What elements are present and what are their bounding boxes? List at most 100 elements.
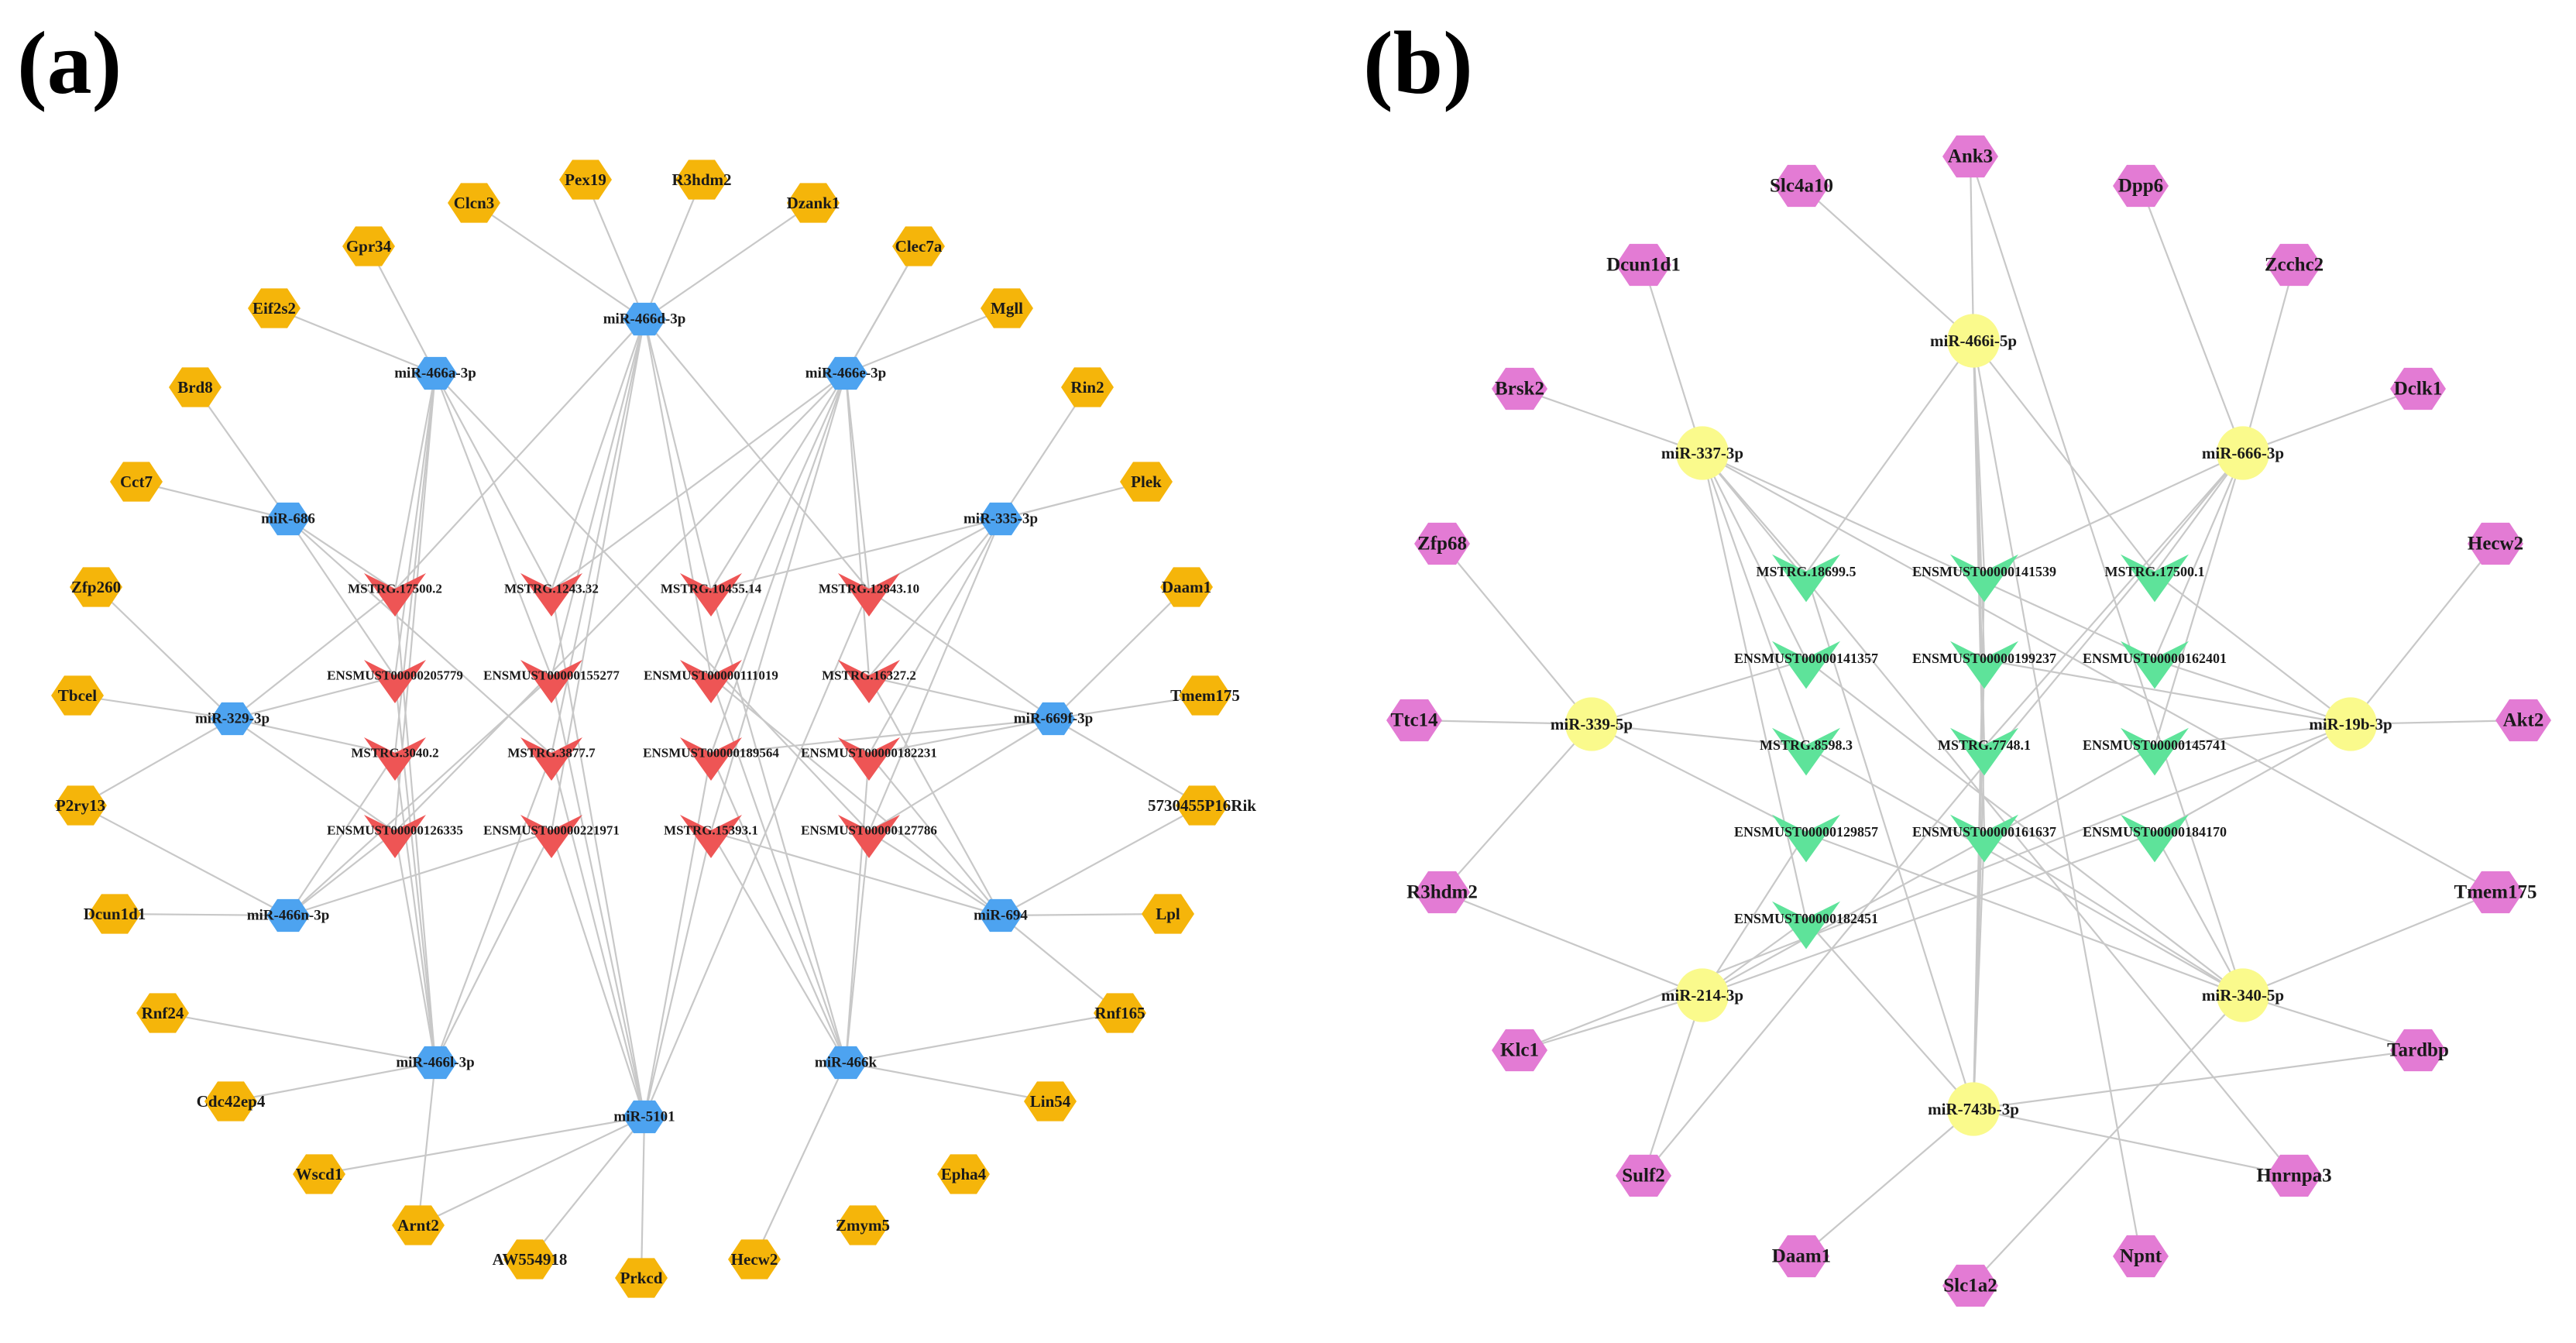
target-node-arnt2[interactable]: Arnt2 — [392, 1205, 445, 1245]
center-node-ensmust00000141357[interactable]: ENSMUST00000141357 — [1734, 641, 1878, 689]
target-node-p2ry13[interactable]: P2ry13 — [54, 785, 107, 826]
target-node-cdc42ep4[interactable]: Cdc42ep4 — [197, 1081, 266, 1121]
target-node-brsk2[interactable]: Brsk2 — [1492, 367, 1547, 410]
target-node-tbcel[interactable]: Tbcel — [51, 675, 104, 716]
target-node-tmem175[interactable]: Tmem175 — [1170, 675, 1240, 716]
mirna-node-mir-466a-3p[interactable]: miR-466a-3p — [394, 356, 476, 390]
mirna-node-mir-466k[interactable]: miR-466k — [815, 1046, 878, 1080]
target-node-eif2s2[interactable]: Eif2s2 — [248, 288, 301, 328]
center-node-ensmust00000141539[interactable]: ENSMUST00000141539 — [1912, 554, 2056, 603]
target-node-hecw2[interactable]: Hecw2 — [728, 1239, 781, 1279]
target-node-5730455p16rik[interactable]: 5730455P16Rik — [1148, 785, 1256, 826]
center-node-ensmust00000199237[interactable]: ENSMUST00000199237 — [1912, 641, 2056, 689]
target-node-rnf165[interactable]: Rnf165 — [1094, 993, 1146, 1033]
target-node-daam1[interactable]: Daam1 — [1772, 1235, 1831, 1278]
mirna-node-mir-214-3p[interactable]: miR-214-3p — [1661, 968, 1743, 1022]
target-node-r3hdm2[interactable]: R3hdm2 — [671, 160, 732, 200]
target-node-ttc14[interactable]: Ttc14 — [1386, 699, 1442, 742]
center-node-ensmust00000182451[interactable]: ENSMUST00000182451 — [1734, 901, 1878, 950]
mirna-node-mir-329-3p[interactable]: miR-329-3p — [195, 702, 270, 736]
target-node-lpl[interactable]: Lpl — [1142, 894, 1194, 934]
target-node-aw554918[interactable]: AW554918 — [493, 1239, 568, 1279]
target-node-plek[interactable]: Plek — [1120, 462, 1173, 502]
target-node-clcn3[interactable]: Clcn3 — [448, 183, 500, 223]
target-node-zfp260[interactable]: Zfp260 — [70, 567, 122, 607]
target-node-sulf2[interactable]: Sulf2 — [1616, 1154, 1671, 1197]
center-node-mstrg-17500-2[interactable]: MSTRG.17500.2 — [348, 573, 442, 617]
target-node-dzank1[interactable]: Dzank1 — [787, 183, 840, 223]
target-node-dclk1[interactable]: Dclk1 — [2390, 367, 2446, 410]
mirna-node-mir-466l-3p[interactable]: miR-466l-3p — [396, 1046, 475, 1080]
target-node-mgll[interactable]: Mgll — [981, 288, 1033, 328]
target-node-dpp6[interactable]: Dpp6 — [2113, 164, 2169, 208]
mirna-node-mir-340-5p[interactable]: miR-340-5p — [2202, 968, 2284, 1022]
center-node-mstrg-8598-3[interactable]: MSTRG.8598.3 — [1760, 727, 1853, 776]
target-node-epha4[interactable]: Epha4 — [937, 1154, 990, 1194]
center-node-ensmust00000205779[interactable]: ENSMUST00000205779 — [327, 660, 463, 703]
mirna-node-mir-666-3p[interactable]: miR-666-3p — [2202, 426, 2284, 480]
target-node-pex19[interactable]: Pex19 — [559, 160, 612, 200]
target-node-zfp68[interactable]: Zfp68 — [1414, 522, 1470, 565]
target-node-brd8[interactable]: Brd8 — [169, 367, 222, 407]
target-node-rnf24[interactable]: Rnf24 — [136, 993, 189, 1033]
mirna-node-mir-466d-3p[interactable]: miR-466d-3p — [603, 302, 686, 336]
center-node-mstrg-18699-5[interactable]: MSTRG.18699.5 — [1756, 554, 1856, 603]
mirna-node-mir-5101[interactable]: miR-5101 — [613, 1100, 675, 1134]
target-node-tmem175[interactable]: Tmem175 — [2454, 871, 2537, 914]
mirna-node-mir-466e-3p[interactable]: miR-466e-3p — [805, 356, 886, 390]
center-node-mstrg-16327-2[interactable]: MSTRG.16327.2 — [822, 660, 916, 703]
target-node-slc4a10[interactable]: Slc4a10 — [1770, 164, 1833, 208]
target-node-daam1[interactable]: Daam1 — [1160, 567, 1213, 607]
center-node-ensmust00000127786[interactable]: ENSMUST00000127786 — [801, 815, 937, 858]
target-node-hecw2[interactable]: Hecw2 — [2468, 522, 2523, 565]
target-node-rin2[interactable]: Rin2 — [1061, 367, 1114, 407]
target-node-dcun1d1[interactable]: Dcun1d1 — [84, 894, 146, 934]
mirna-node-mir-339-5p[interactable]: miR-339-5p — [1551, 697, 1633, 751]
mirna-node-mir-335-3p[interactable]: miR-335-3p — [963, 502, 1038, 536]
target-node-clec7a[interactable]: Clec7a — [892, 226, 945, 266]
mirna-node-mir-466n-3p[interactable]: miR-466n-3p — [247, 898, 330, 933]
target-node-cct7[interactable]: Cct7 — [110, 462, 163, 502]
center-node-ensmust00000162401[interactable]: ENSMUST00000162401 — [2083, 641, 2227, 689]
center-node-mstrg-15393-1[interactable]: MSTRG.15393.1 — [664, 815, 758, 858]
center-node-ensmust00000221971[interactable]: ENSMUST00000221971 — [483, 815, 620, 858]
mirna-node-mir-466i-5p[interactable]: miR-466i-5p — [1930, 314, 2017, 368]
center-node-mstrg-3877-7[interactable]: MSTRG.3877.7 — [507, 737, 596, 781]
target-node-slc1a2[interactable]: Slc1a2 — [1942, 1264, 1998, 1307]
target-node-npnt[interactable]: Npnt — [2113, 1235, 2169, 1278]
center-node-ensmust00000126335[interactable]: ENSMUST00000126335 — [327, 815, 463, 858]
center-node-mstrg-7748-1[interactable]: MSTRG.7748.1 — [1938, 727, 2031, 776]
target-node-zmym5[interactable]: Zmym5 — [836, 1205, 890, 1245]
mirna-node-mir-743b-3p[interactable]: miR-743b-3p — [1928, 1082, 2019, 1136]
target-node-gpr34[interactable]: Gpr34 — [342, 226, 395, 266]
center-node-ensmust00000184170[interactable]: ENSMUST00000184170 — [2083, 814, 2227, 863]
target-node-lin54[interactable]: Lin54 — [1024, 1081, 1077, 1121]
target-node-zcchc2[interactable]: Zcchc2 — [2265, 243, 2324, 287]
target-node-klc1[interactable]: Klc1 — [1492, 1029, 1547, 1072]
center-node-mstrg-1243-32[interactable]: MSTRG.1243.32 — [504, 573, 599, 617]
mirna-node-mir-669f-3p[interactable]: miR-669f-3p — [1014, 702, 1093, 736]
mirna-node-mir-694[interactable]: miR-694 — [974, 898, 1028, 933]
center-node-ensmust00000145741[interactable]: ENSMUST00000145741 — [2083, 727, 2227, 776]
center-node-ensmust00000161637[interactable]: ENSMUST00000161637 — [1912, 814, 2056, 863]
mirna-node-mir-686[interactable]: miR-686 — [261, 502, 315, 536]
target-node-hnrnpa3[interactable]: Hnrnpa3 — [2256, 1154, 2332, 1197]
target-node-ank3[interactable]: Ank3 — [1942, 135, 1998, 178]
center-node-ensmust00000182231[interactable]: ENSMUST00000182231 — [801, 737, 937, 781]
target-node-wscd1[interactable]: Wscd1 — [293, 1154, 345, 1194]
target-node-tardbp[interactable]: Tardbp — [2387, 1029, 2449, 1072]
target-node-akt2[interactable]: Akt2 — [2495, 699, 2551, 742]
target-node-r3hdm2[interactable]: R3hdm2 — [1406, 871, 1478, 914]
center-node-mstrg-3040-2[interactable]: MSTRG.3040.2 — [351, 737, 439, 781]
center-node-ensmust00000155277[interactable]: ENSMUST00000155277 — [483, 660, 620, 703]
target-node-dcun1d1[interactable]: Dcun1d1 — [1606, 243, 1681, 287]
mirna-node-mir-19b-3p[interactable]: miR-19b-3p — [2309, 697, 2392, 751]
center-node-ensmust00000129857[interactable]: ENSMUST00000129857 — [1734, 814, 1878, 863]
target-node-prkcd[interactable]: Prkcd — [615, 1258, 668, 1298]
center-node-ensmust00000111019[interactable]: ENSMUST00000111019 — [644, 660, 778, 703]
center-node-mstrg-12843-10[interactable]: MSTRG.12843.10 — [819, 573, 919, 617]
center-node-mstrg-10455-14[interactable]: MSTRG.10455.14 — [661, 573, 762, 617]
center-node-ensmust00000189564[interactable]: ENSMUST00000189564 — [643, 737, 779, 781]
center-node-mstrg-17500-1[interactable]: MSTRG.17500.1 — [2104, 554, 2205, 603]
mirna-node-mir-337-3p[interactable]: miR-337-3p — [1661, 426, 1743, 480]
